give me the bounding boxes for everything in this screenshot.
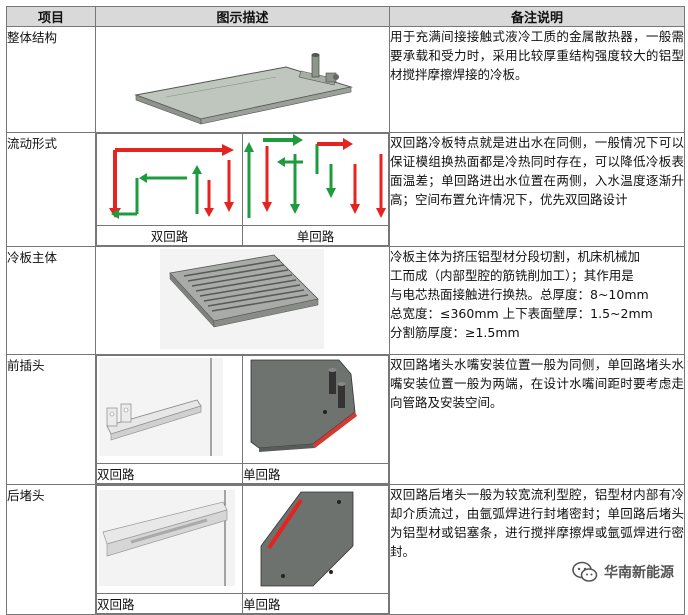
table-row: 流动形式 — [6, 132, 685, 247]
row-item-label: 后堵头 — [6, 484, 96, 615]
row-note: 用于充满间接接触式液冷工质的金属散热器，一般需要承载和受力时，采用比较厚重结构强… — [389, 26, 685, 133]
row-note: 双回路堵头水嘴安装位置一般为同侧，单回路堵头水嘴安装位置一般为两端，在设计水嘴间… — [389, 354, 685, 485]
table-row: 前插头 — [6, 354, 685, 485]
header-note: 备注说明 — [389, 6, 685, 27]
header-item: 项目 — [6, 6, 96, 27]
dual-loop-front-plug-image — [99, 358, 223, 456]
caption-dual-loop: 双回路 — [96, 593, 243, 614]
figure-cell: 双回路 单回路 — [95, 484, 390, 615]
caption-single-loop: 单回路 — [242, 463, 389, 484]
spec-table: 项目 图示描述 备注说明 整体结构 用于充满间接接触式液冷工质的金属散热器，一般… — [6, 6, 685, 615]
wechat-icon — [572, 561, 598, 582]
caption-dual-loop: 双回路 — [96, 463, 243, 484]
row-item-label: 前插头 — [6, 354, 96, 485]
single-loop-front-plug-image — [245, 358, 387, 458]
note-line: 总宽度：≤360mm 上下表面壁厚：1.5~2mm — [390, 306, 653, 321]
figure-cell — [95, 26, 390, 133]
cold-plate-overall-image — [134, 53, 353, 125]
row-item-label: 整体结构 — [6, 26, 96, 133]
figure-cell: 双回路 单回路 — [95, 354, 390, 485]
dual-loop-flow-diagram — [109, 144, 234, 219]
caption-single-loop: 单回路 — [242, 593, 389, 614]
single-loop-rear-plug-image — [245, 488, 387, 588]
header-figure: 图示描述 — [95, 6, 390, 27]
note-line: 工而成（内部型腔的筋铣削加工）；其作用是 — [390, 268, 634, 283]
figure-cell: 双回路 单回路 — [95, 132, 390, 247]
note-line: 冷板主体为挤压铝型材分段切割，机床机械加 — [390, 249, 641, 264]
table-row: 后堵头 — [6, 484, 685, 615]
figure-cell — [95, 246, 390, 355]
row-note: 双回路后堵头一般为较宽流利型腔，铝型材内部有冷却介质流过，由氩弧焊进行封堵密封；… — [389, 484, 685, 615]
watermark: 华南新能源 — [572, 561, 674, 583]
single-loop-flow-diagram — [244, 134, 386, 218]
row-item-label: 流动形式 — [6, 132, 96, 247]
cold-plate-body-image — [160, 249, 324, 349]
caption-dual-loop: 双回路 — [96, 225, 243, 246]
row-note: 双回路冷板特点就是进出水在同侧，一般情况下可以保证模组换热面都是冷热同时存在，可… — [389, 132, 685, 247]
table-row: 整体结构 用于充满间接接触式液冷工质的金属散热器，一般需要承载和受力时，采用比较… — [6, 26, 685, 133]
table-row: 冷板主体 冷板主体为挤压铝型材分段切割，机床机 — [6, 246, 685, 355]
header-row: 项目 图示描述 备注说明 — [6, 6, 685, 27]
watermark-text: 华南新能源 — [604, 565, 674, 581]
dual-loop-rear-plug-image — [99, 490, 235, 586]
note-line: 与电芯热面接触进行换热。总厚度：8~10mm — [390, 287, 649, 302]
caption-single-loop: 单回路 — [242, 225, 389, 246]
note-line: 分割筋厚度：≥1.5mm — [390, 325, 520, 340]
row-item-label: 冷板主体 — [6, 246, 96, 355]
row-note: 冷板主体为挤压铝型材分段切割，机床机械加 工而成（内部型腔的筋铣削加工）；其作用… — [389, 246, 685, 355]
